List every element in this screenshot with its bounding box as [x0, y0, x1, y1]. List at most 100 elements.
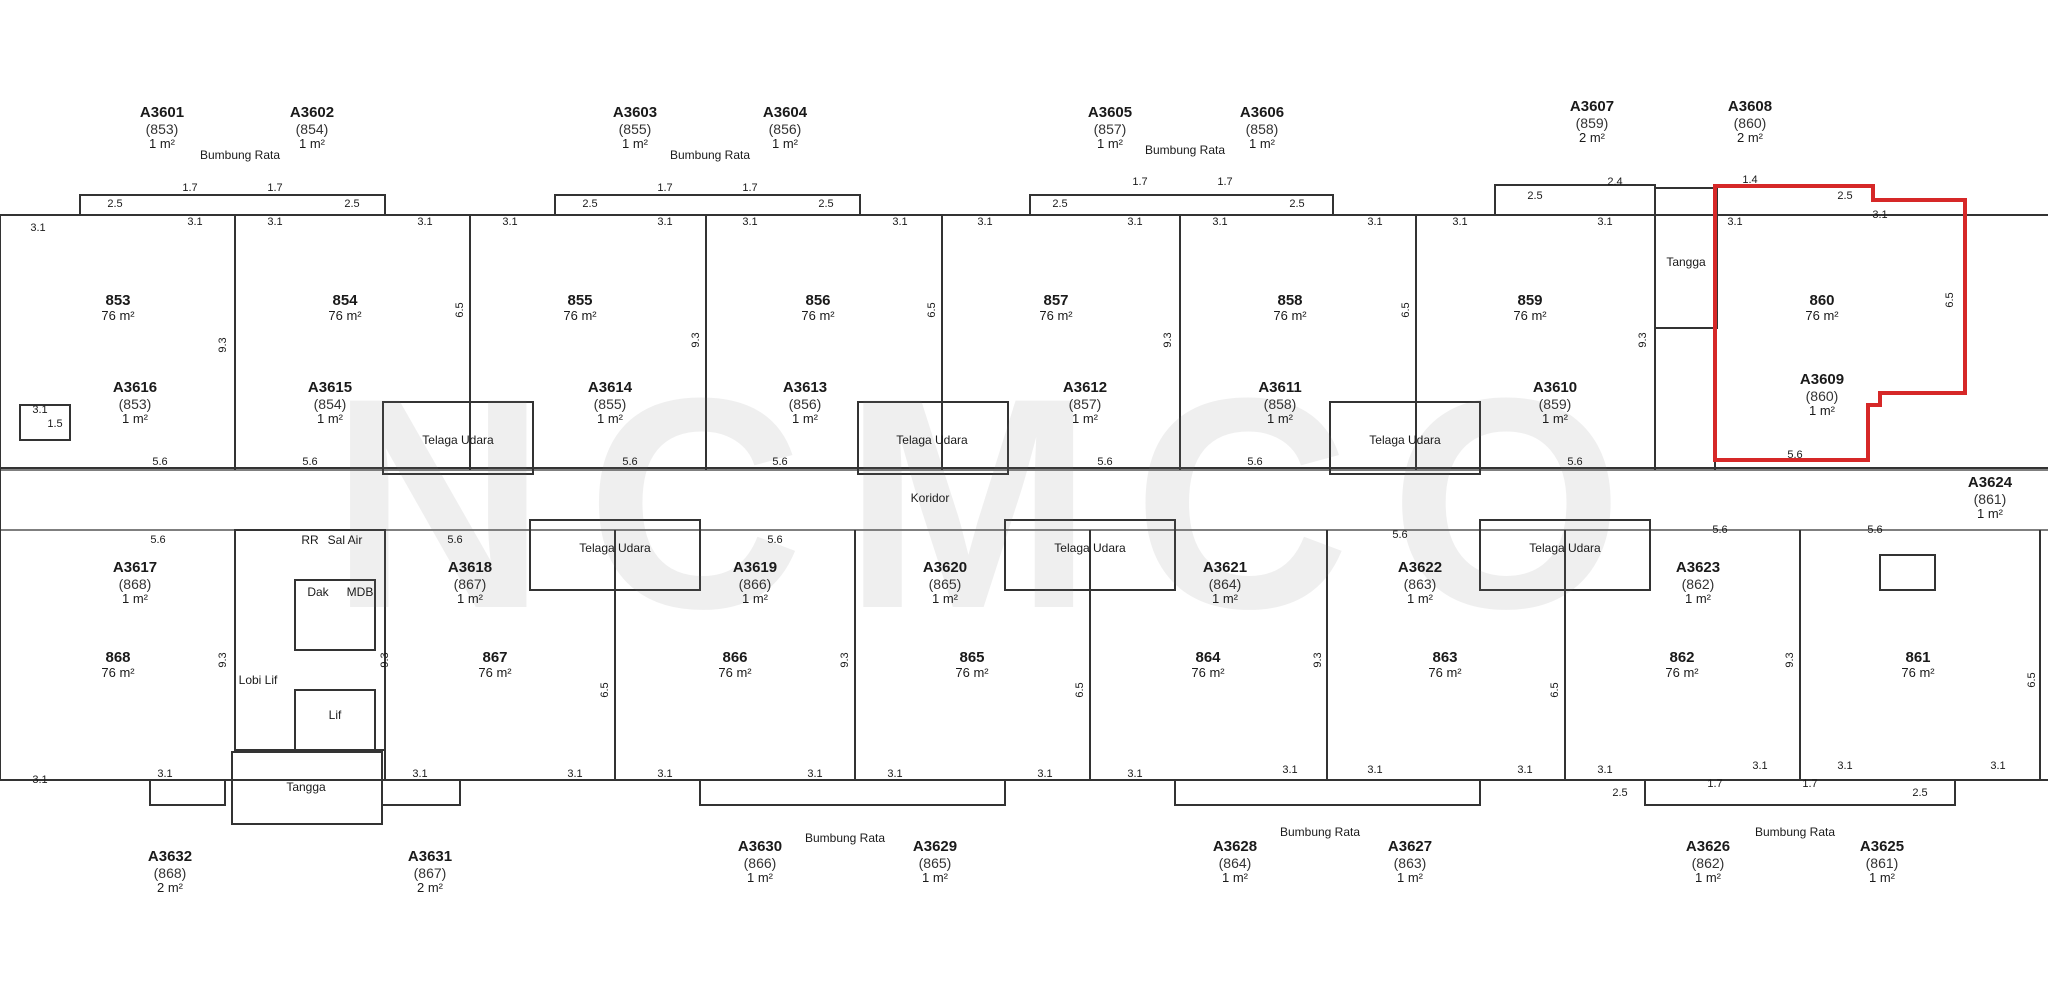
lif-label: Lif [328, 708, 342, 722]
room-861-number: 861 [1905, 648, 1931, 666]
dim-9-3: 9.3 [217, 337, 229, 353]
acc-a3615-code: A3615 [307, 378, 353, 396]
dim-2-5: 2.5 [1837, 190, 1853, 202]
dim-2-4: 2.4 [1607, 176, 1623, 188]
dim-2-5: 2.5 [582, 198, 598, 210]
dim-3-1: 3.1 [1517, 764, 1533, 776]
room-857: 857 76 m² [1039, 292, 1072, 324]
acc-a3604-code: A3604 [762, 103, 808, 121]
acc-a3604: A3604(856)1 m² [763, 104, 807, 152]
acc-a3631-area: 2 m² [416, 880, 443, 896]
acc-a3612: A3612(857)1 m² [1063, 379, 1107, 427]
dim-5-6: 5.6 [1567, 456, 1583, 468]
telaga-udara-6: Telaga Udara [1529, 541, 1601, 555]
room-863-number: 863 [1432, 648, 1458, 666]
acc-a3606-ref: (858) [1245, 121, 1279, 138]
room-865: 865 76 m² [955, 649, 988, 681]
room-866-number: 866 [722, 648, 748, 666]
acc-a3618-code: A3618 [447, 558, 493, 576]
room-866: 866 76 m² [718, 649, 751, 681]
bumbung-rata-1: Bumbung Rata [199, 148, 281, 162]
acc-a3614: A3614(855)1 m² [588, 379, 632, 427]
acc-a3601-ref: (853) [145, 121, 179, 138]
dim-5-6: 5.6 [1392, 529, 1408, 541]
bumbung-rata-5: Bumbung Rata [1279, 825, 1361, 839]
acc-a3603-ref: (855) [618, 121, 652, 138]
acc-a3624: A3624(861)1 m² [1968, 474, 2012, 522]
acc-a3626: A3626(862)1 m² [1686, 838, 1730, 886]
dim-5-6: 5.6 [152, 456, 168, 468]
acc-a3631-code: A3631 [407, 847, 453, 865]
room-854-area: 76 m² [328, 308, 362, 324]
acc-a3628-code: A3628 [1212, 837, 1258, 855]
room-867-number: 867 [482, 648, 508, 666]
koridor-label: Koridor [910, 491, 950, 505]
dim-3-1: 3.1 [1452, 216, 1468, 228]
acc-a3618-ref: (867) [453, 576, 487, 593]
dim-2-5: 2.5 [1612, 787, 1628, 799]
dim-3-1: 3.1 [1597, 764, 1613, 776]
room-855: 855 76 m² [563, 292, 596, 324]
room-866-area: 76 m² [718, 665, 752, 681]
room-868-number: 868 [105, 648, 131, 666]
dim-3-1: 3.1 [30, 222, 46, 234]
room-859-number: 859 [1517, 291, 1543, 309]
acc-a3616-code: A3616 [112, 378, 158, 396]
room-862-number: 862 [1669, 648, 1695, 666]
acc-a3605-area: 1 m² [1096, 136, 1123, 152]
acc-a3627: A3627(863)1 m² [1388, 838, 1432, 886]
dim-6-5: 6.5 [926, 302, 938, 318]
dim-9-3: 9.3 [379, 652, 391, 668]
dim-3-1: 3.1 [742, 216, 758, 228]
dim-9-3: 9.3 [690, 332, 702, 348]
dim-1-7: 1.7 [267, 182, 283, 194]
room-857-area: 76 m² [1039, 308, 1073, 324]
dim-5-6: 5.6 [447, 534, 463, 546]
acc-a3625-code: A3625 [1859, 837, 1905, 855]
dim-3-1: 3.1 [1872, 209, 1888, 221]
acc-a3621: A3621(864)1 m² [1203, 559, 1247, 607]
room-867: 867 76 m² [478, 649, 511, 681]
dim-5-6: 5.6 [1247, 456, 1263, 468]
acc-a3616: A3616(853)1 m² [113, 379, 157, 427]
acc-a3608-code: A3608 [1727, 97, 1773, 115]
dim-6-5: 6.5 [1400, 302, 1412, 318]
room-855-number: 855 [567, 291, 593, 309]
acc-a3622-code: A3622 [1397, 558, 1443, 576]
acc-a3629-code: A3629 [912, 837, 958, 855]
bumbung-rata-6: Bumbung Rata [1754, 825, 1836, 839]
acc-a3624-area: 1 m² [1976, 506, 2003, 522]
room-865-number: 865 [959, 648, 985, 666]
dim-3-1: 3.1 [1727, 216, 1743, 228]
acc-a3609: A3609(860)1 m² [1800, 371, 1844, 419]
dim-3-1: 3.1 [657, 768, 673, 780]
acc-a3615-ref: (854) [313, 396, 347, 413]
acc-a3601-code: A3601 [139, 103, 185, 121]
acc-a3602: A3602(854)1 m² [290, 104, 334, 152]
dim-3-1: 3.1 [32, 404, 48, 416]
acc-a3625-area: 1 m² [1868, 870, 1895, 886]
dim-1-7: 1.7 [1217, 176, 1233, 188]
room-859-area: 76 m² [1513, 308, 1547, 324]
dim-2-5: 2.5 [1527, 190, 1543, 202]
acc-a3610: A3610(859)1 m² [1533, 379, 1577, 427]
acc-a3602-ref: (854) [295, 121, 329, 138]
dim-9-3: 9.3 [1162, 332, 1174, 348]
dim-3-1: 3.1 [892, 216, 908, 228]
room-864-area: 76 m² [1191, 665, 1225, 681]
acc-a3615: A3615(854)1 m² [308, 379, 352, 427]
room-860-number: 860 [1809, 291, 1835, 309]
acc-a3632-code: A3632 [147, 847, 193, 865]
room-860: 860 76 m² [1805, 292, 1838, 324]
acc-a3609-code: A3609 [1799, 370, 1845, 388]
lift-core [234, 529, 386, 751]
acc-a3624-code: A3624 [1967, 473, 2013, 491]
acc-a3626-area: 1 m² [1694, 870, 1721, 886]
acc-a3613-code: A3613 [782, 378, 828, 396]
dim-3-1: 3.1 [267, 216, 283, 228]
acc-a3605: A3605(857)1 m² [1088, 104, 1132, 152]
lobi-lif-label: Lobi Lif [238, 673, 278, 687]
acc-a3622-ref: (863) [1403, 576, 1437, 593]
dim-5-6: 5.6 [1867, 524, 1883, 536]
dim-3-1: 3.1 [1990, 760, 2006, 772]
